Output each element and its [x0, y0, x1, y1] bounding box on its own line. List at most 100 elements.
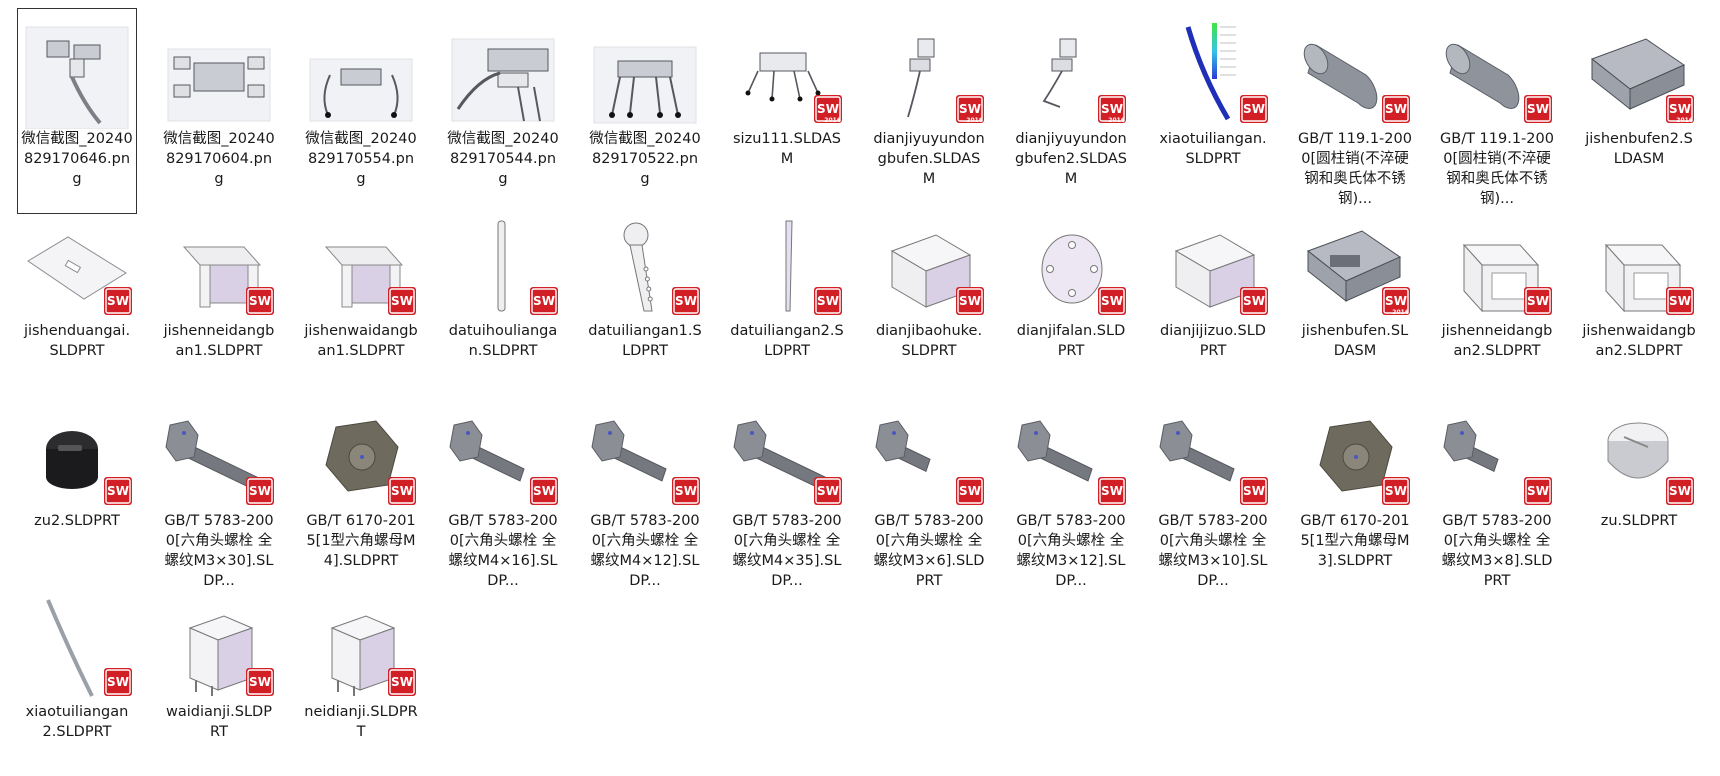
- file-name: jishenbufen2.SLDASM: [1585, 131, 1693, 167]
- solidworks-icon: SW: [1240, 477, 1268, 505]
- solidworks-icon: SW: [388, 287, 416, 315]
- file-name: 微信截图_20240829170604.png: [163, 131, 275, 187]
- file-name: GB/T 5783-2000[六角头螺栓 全螺纹M4×35].SLDP...: [732, 513, 842, 589]
- file-name: GB/T 5783-2000[六角头螺栓 全螺纹M3×8].SLDPRT: [1441, 513, 1553, 589]
- svg-text:SW: SW: [1669, 102, 1691, 116]
- file-item[interactable]: 微信截图_20240829170554.png: [301, 8, 421, 214]
- svg-text:SW: SW: [533, 294, 555, 308]
- svg-text:SW: SW: [1527, 484, 1549, 498]
- solidworks-icon: SW: [104, 287, 132, 315]
- file-thumbnail: SW: [1154, 9, 1272, 129]
- svg-text:2016: 2016: [1108, 117, 1125, 123]
- svg-text:SW: SW: [1385, 294, 1407, 308]
- file-name: GB/T 6170-2015[1型六角螺母M4].SLDPRT: [306, 513, 416, 569]
- file-name: datuihouliangan.SLDPRT: [448, 323, 558, 359]
- file-name: jishenneidangban1.SLDPRT: [163, 323, 275, 359]
- solidworks-icon: SW: [672, 287, 700, 315]
- file-thumbnail: [18, 9, 136, 129]
- svg-text:SW: SW: [107, 484, 129, 498]
- svg-text:SW: SW: [959, 484, 981, 498]
- file-thumbnail: SW: [302, 201, 420, 321]
- file-thumbnail: SW: [1438, 391, 1556, 511]
- file-item[interactable]: 微信截图_20240829170522.png: [585, 8, 705, 214]
- file-thumbnail: SW: [1012, 201, 1130, 321]
- svg-text:SW: SW: [817, 294, 839, 308]
- solidworks-icon: SW: [956, 287, 984, 315]
- file-item[interactable]: SW GB/T 5783-2000[六角头螺栓 全螺纹M3×8].SLDPRT: [1437, 390, 1557, 596]
- svg-text:SW: SW: [1101, 294, 1123, 308]
- file-name: GB/T 5783-2000[六角头螺栓 全螺纹M4×12].SLDP...: [590, 513, 700, 589]
- file-name: GB/T 5783-2000[六角头螺栓 全螺纹M3×30].SLDP...: [164, 513, 274, 589]
- file-thumbnail: SW: [18, 391, 136, 511]
- file-name: 微信截图_20240829170646.png: [21, 131, 133, 187]
- file-thumbnail: SW: [160, 582, 278, 702]
- file-item[interactable]: SW datuihouliangan.SLDPRT: [443, 200, 563, 366]
- file-name: datuiliangan2.SLDPRT: [730, 323, 844, 359]
- file-thumbnail: SW: [18, 201, 136, 321]
- solidworks-icon: SW: [1240, 95, 1268, 123]
- file-item[interactable]: SW datuiliangan2.SLDPRT: [727, 200, 847, 366]
- solidworks-icon: SW: [956, 477, 984, 505]
- file-name: dianjiyuyundongbufen.SLDASM: [873, 131, 985, 187]
- file-name: 微信截图_20240829170554.png: [305, 131, 417, 187]
- file-name: dianjijizuo.SLDPRT: [1160, 323, 1266, 359]
- file-item[interactable]: SW jishenneidangban1.SLDPRT: [159, 200, 279, 366]
- file-item[interactable]: SW zu2.SLDPRT: [17, 390, 137, 596]
- file-name: waidianji.SLDPRT: [166, 704, 272, 740]
- svg-text:SW: SW: [1669, 484, 1691, 498]
- file-thumbnail: SW: [1438, 201, 1556, 321]
- svg-text:SW: SW: [391, 294, 413, 308]
- file-thumbnail: SW: [1296, 9, 1414, 129]
- svg-text:SW: SW: [107, 294, 129, 308]
- file-name: GB/T 5783-2000[六角头螺栓 全螺纹M3×10].SLDP...: [1158, 513, 1268, 589]
- file-item[interactable]: 微信截图_20240829170646.png: [17, 8, 137, 214]
- file-item[interactable]: 微信截图_20240829170544.png: [443, 8, 563, 214]
- solidworks-icon: SW: [1098, 477, 1126, 505]
- file-name: GB/T 5783-2000[六角头螺栓 全螺纹M3×12].SLDP...: [1016, 513, 1126, 589]
- svg-text:SW: SW: [1243, 484, 1265, 498]
- file-thumbnail: SW: [18, 582, 136, 702]
- file-thumbnail: SW: [1154, 391, 1272, 511]
- file-item[interactable]: 微信截图_20240829170604.png: [159, 8, 279, 214]
- file-name: GB/T 119.1-2000[圆柱销(不淬硬钢和奥氏体不锈钢)...: [1440, 131, 1554, 207]
- file-item[interactable]: SW GB/T 5783-2000[六角头螺栓 全螺纹M3×10].SLDP...: [1153, 390, 1273, 596]
- file-item[interactable]: SW GB/T 119.1-2000[圆柱销(不淬硬钢和奥氏体不锈钢)...: [1437, 8, 1557, 214]
- file-item[interactable]: SW GB/T 5783-2000[六角头螺栓 全螺纹M3×12].SLDP...: [1011, 390, 1131, 596]
- svg-text:SW: SW: [1527, 102, 1549, 116]
- file-name: zu2.SLDPRT: [34, 513, 120, 529]
- file-thumbnail: SW: [302, 582, 420, 702]
- svg-text:SW: SW: [249, 294, 271, 308]
- file-name: dianjiyuyundongbufen2.SLDASM: [1015, 131, 1127, 187]
